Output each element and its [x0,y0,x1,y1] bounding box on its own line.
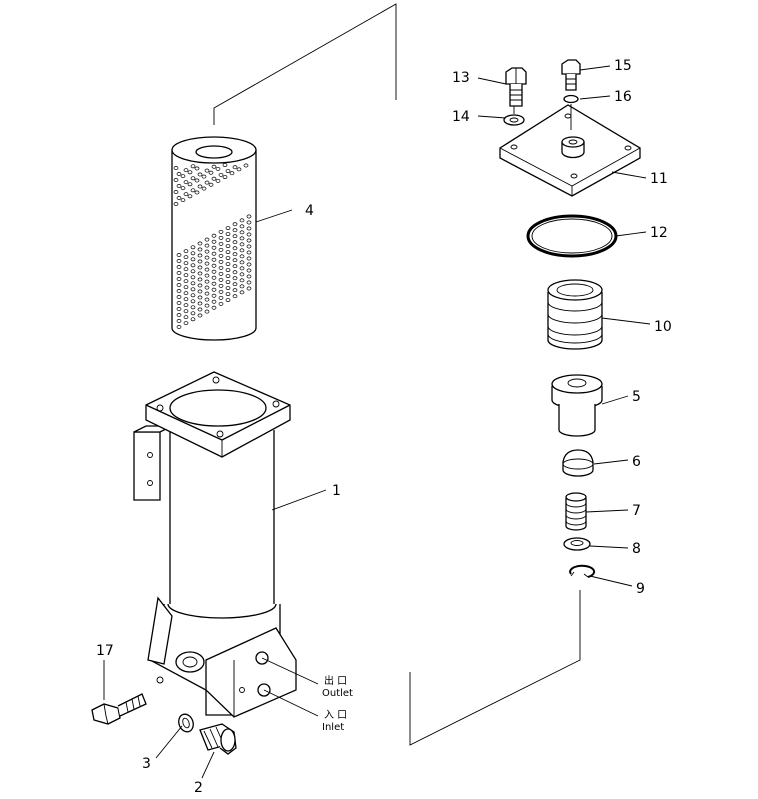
valve-seat-5 [551,374,603,437]
washer-8 [563,537,591,551]
callout-14: 14 [452,109,470,125]
filter-element [171,136,257,341]
callout-12: 12 [650,225,668,241]
callout-1: 1 [332,483,341,499]
callout-4: 4 [305,203,314,219]
oring-12 [526,214,618,258]
callout-labels: 4 1 17 3 2 13 14 15 16 11 12 10 5 6 7 8 … [96,58,672,796]
outlet-cjk-label: 出 口 [324,674,347,687]
callout-9: 9 [636,581,645,597]
filter-case [133,371,297,718]
callout-3: 3 [142,756,151,772]
port-labels: 出 口 Outlet 入 口 Inlet [322,674,353,733]
callout-10: 10 [654,319,672,335]
washer-14 [503,114,525,126]
assembly-guide-lines [213,3,581,746]
inlet-label: Inlet [322,722,344,733]
inlet-cjk-label: 入 口 [324,710,347,721]
callout-15: 15 [614,58,632,74]
spring-10 [547,279,603,350]
snap-ring-9 [569,564,596,578]
washer-3 [178,713,194,733]
callout-17: 17 [96,643,114,659]
filter-perforations [173,163,252,329]
callout-11: 11 [650,171,668,187]
valve-6 [562,449,594,477]
callout-5: 5 [632,389,641,405]
outlet-label: Outlet [322,688,353,699]
drain-plug [91,693,147,725]
bolt-2 [199,723,237,755]
callout-2: 2 [194,780,203,794]
spring-7 [565,492,587,531]
callout-13: 13 [452,70,470,86]
oring-16 [563,94,579,104]
bolt-15 [561,59,581,91]
bolt-13 [505,67,527,107]
callout-6: 6 [632,454,641,470]
leader-lines [103,65,651,779]
callout-8: 8 [632,541,641,557]
callout-7: 7 [632,503,641,519]
cover-plate [499,104,641,197]
callout-16: 16 [614,89,632,105]
